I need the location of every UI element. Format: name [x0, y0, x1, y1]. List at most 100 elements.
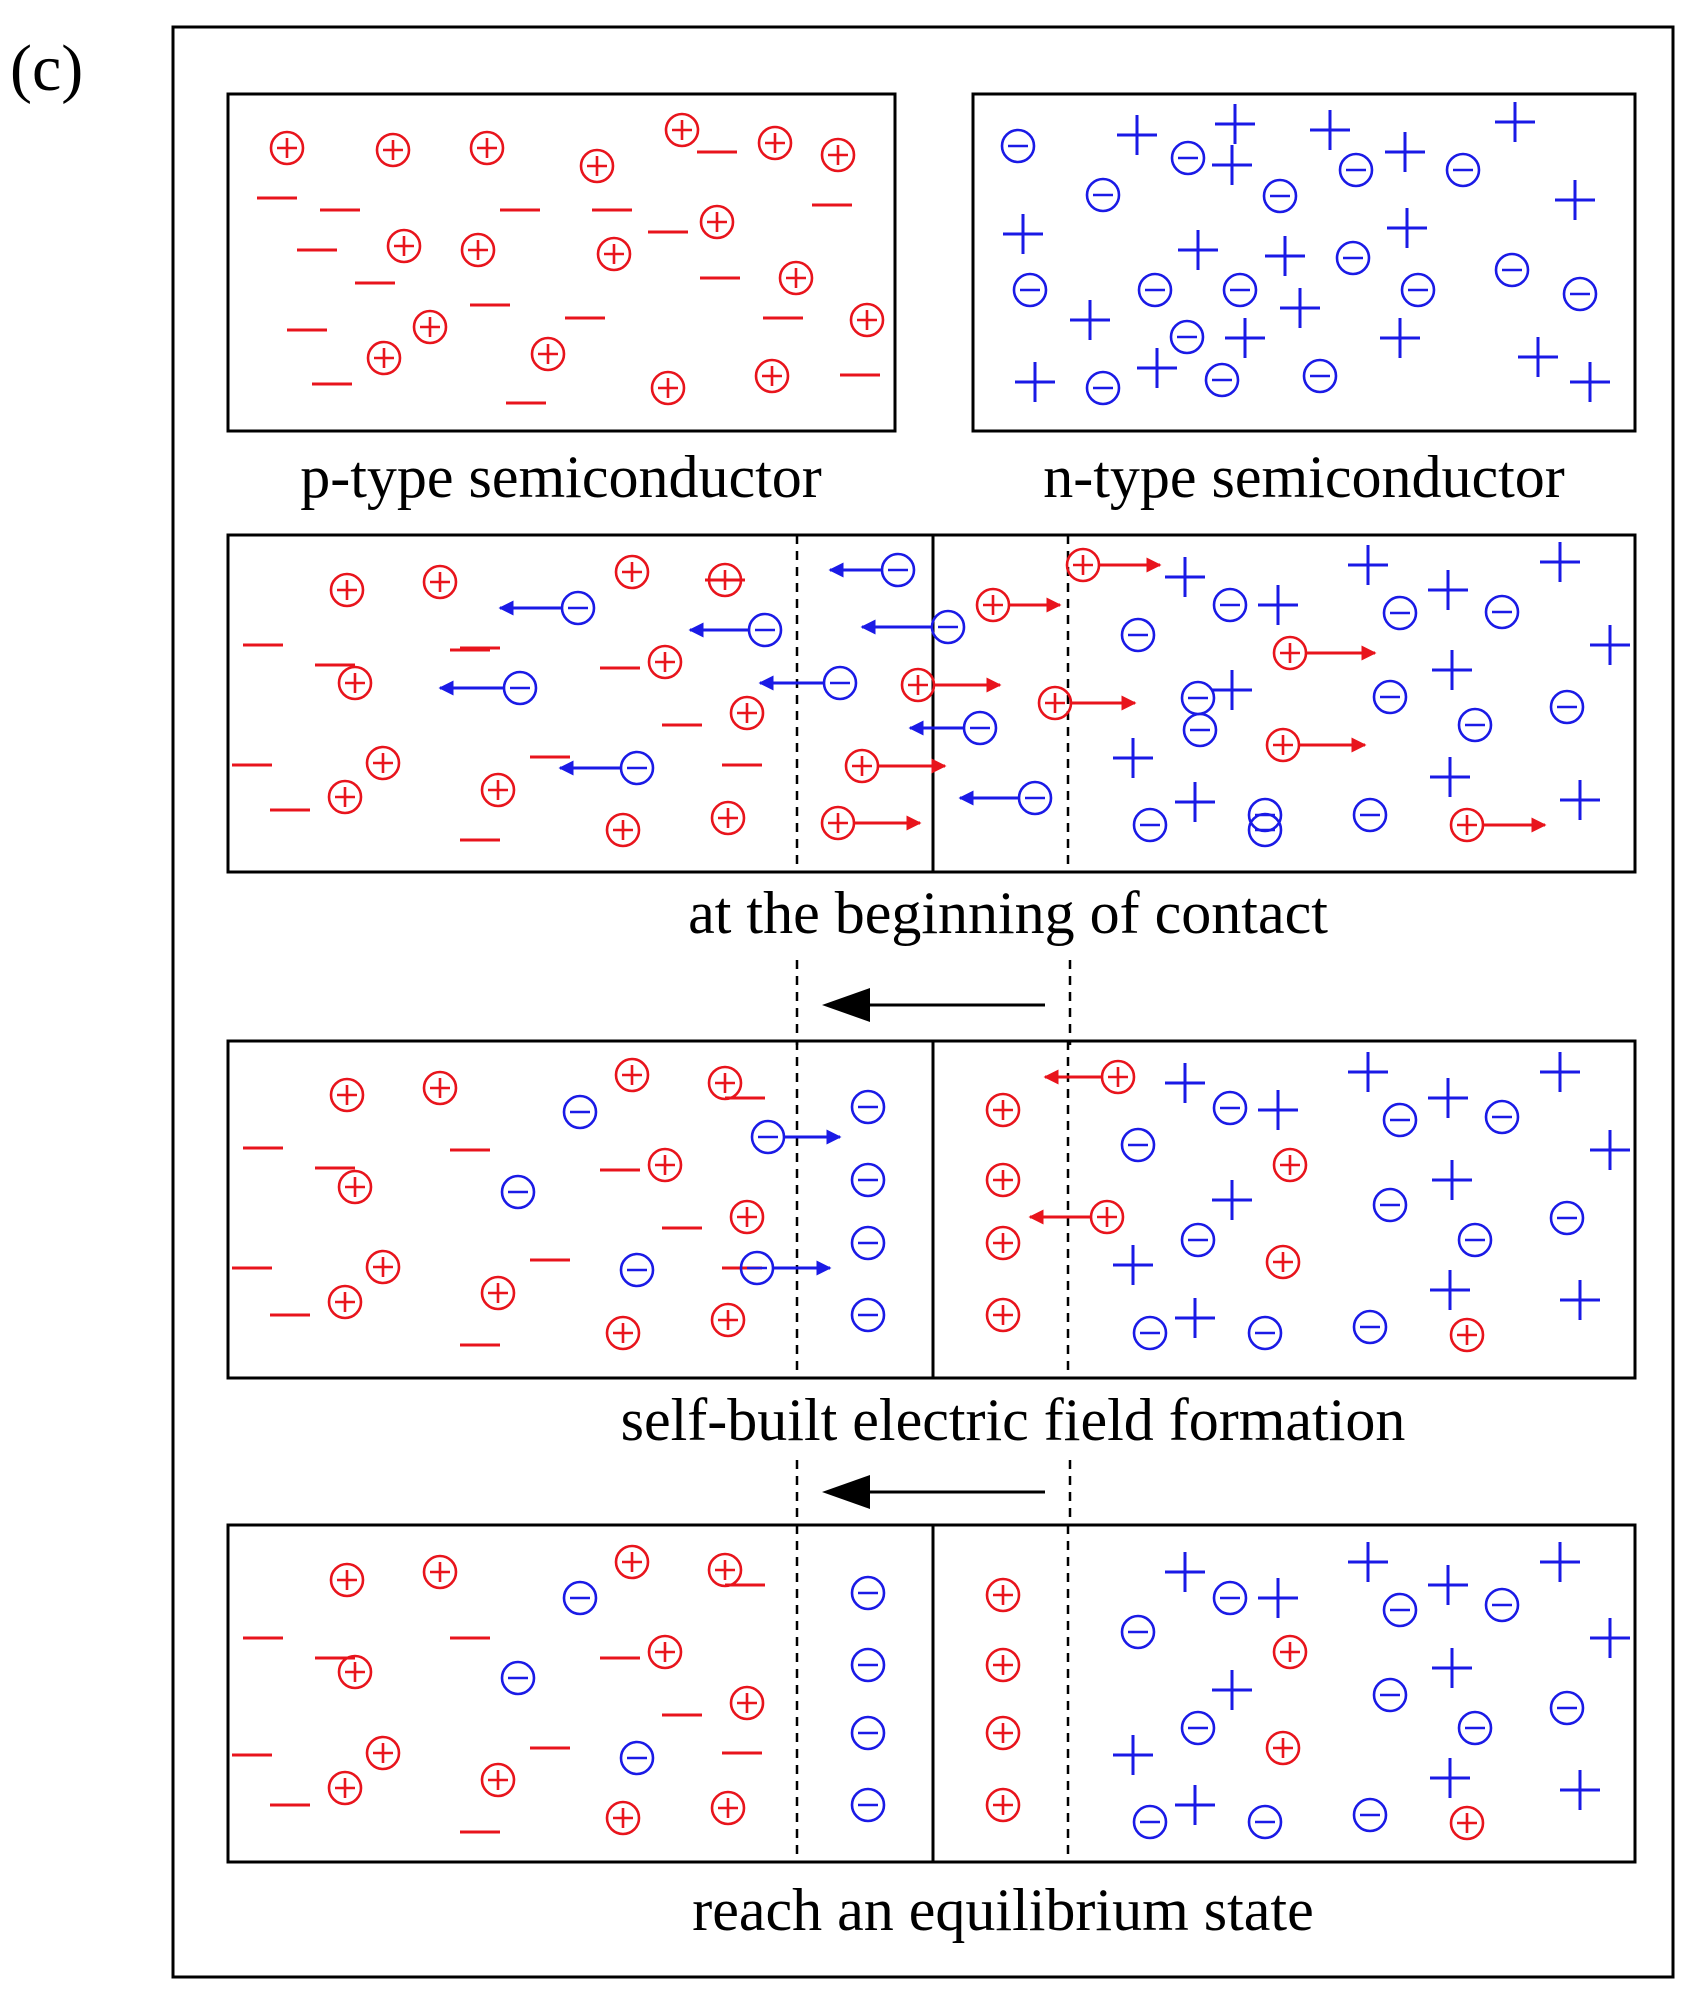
- hole-circled-plus: [985, 1647, 1021, 1683]
- hole-circled-plus: [329, 572, 365, 608]
- electron-circled-minus: [1132, 1315, 1168, 1351]
- hole-circled-plus: [729, 1199, 765, 1235]
- electron-circled-minus: [1132, 1804, 1168, 1840]
- hole-circled-plus: [329, 1077, 365, 1113]
- electron-circled-minus: [850, 1647, 886, 1683]
- donor-ion-plus: [1175, 782, 1215, 822]
- hole-circled-plus: [1449, 1805, 1485, 1841]
- donor-ion-plus: [1560, 780, 1600, 820]
- electron-circled-minus: [1170, 140, 1206, 176]
- hole-circled-plus: [985, 1715, 1021, 1751]
- electron-circled-minus: [1338, 152, 1374, 188]
- hole-circled-plus: [664, 112, 700, 148]
- electron-circled-minus: [750, 1119, 786, 1155]
- donor-ion-plus: [1428, 1078, 1468, 1118]
- electron-circled-minus: [1180, 1710, 1216, 1746]
- n-type-caption: n-type semiconductor: [1043, 444, 1565, 510]
- donor-ion-plus: [1175, 1298, 1215, 1338]
- donor-ion-plus: [1540, 542, 1580, 582]
- donor-ion-plus: [1570, 362, 1610, 402]
- hole-circled-plus: [1265, 727, 1301, 763]
- electron-circled-minus: [560, 590, 596, 626]
- donor-ion-plus: [1178, 230, 1218, 270]
- electron-circled-minus: [1549, 1690, 1585, 1726]
- donor-ion-plus: [1212, 1180, 1252, 1220]
- hole-circled-plus: [820, 137, 856, 173]
- hole-circled-plus: [337, 1654, 373, 1690]
- hole-circled-plus: [269, 130, 305, 166]
- donor-ion-plus: [1165, 1063, 1205, 1103]
- panel-separate: p-type semiconductor n-type semiconducto…: [226, 92, 1637, 510]
- electron-circled-minus: [1352, 1797, 1388, 1833]
- hole-circled-plus: [985, 1787, 1021, 1823]
- hole-circled-plus: [975, 587, 1011, 623]
- electron-circled-minus: [502, 670, 538, 706]
- hole-circled-plus: [605, 1315, 641, 1351]
- electron-circled-minus: [822, 665, 858, 701]
- electron-circled-minus: [1085, 177, 1121, 213]
- p-type-caption: p-type semiconductor: [300, 444, 822, 510]
- hole-circled-plus: [707, 1552, 743, 1588]
- hole-circled-plus: [614, 554, 650, 590]
- hole-circled-plus: [327, 1770, 363, 1806]
- donor-ion-plus: [1590, 1618, 1630, 1658]
- hole-circled-plus: [460, 232, 496, 268]
- hole-circled-plus: [985, 1092, 1021, 1128]
- hole-circled-plus: [754, 358, 790, 394]
- electron-circled-minus: [850, 1297, 886, 1333]
- electron-circled-minus: [1247, 812, 1283, 848]
- hole-circled-plus: [710, 800, 746, 836]
- panel-equilibrium: reach an equilibrium state: [226, 1523, 1637, 1943]
- electron-circled-minus: [562, 1580, 598, 1616]
- electron-circled-minus: [1372, 679, 1408, 715]
- donor-ion-plus: [1003, 214, 1043, 254]
- field-arrow-2: [795, 1460, 1072, 1525]
- electron-circled-minus: [1132, 807, 1168, 843]
- hole-circled-plus: [480, 772, 516, 808]
- electron-circled-minus: [1012, 272, 1048, 308]
- donor-ion-plus: [1495, 102, 1535, 142]
- hole-circled-plus: [530, 336, 566, 372]
- electron-circled-minus: [619, 1740, 655, 1776]
- hole-circled-plus: [329, 1562, 365, 1598]
- hole-circled-plus: [985, 1162, 1021, 1198]
- electron-circled-minus: [500, 1660, 536, 1696]
- electron-circled-minus: [619, 750, 655, 786]
- electron-circled-minus: [1180, 680, 1216, 716]
- electron-circled-minus: [1212, 1090, 1248, 1126]
- hole-circled-plus: [1065, 547, 1101, 583]
- donor-ion-plus: [1560, 1280, 1600, 1320]
- electron-circled-minus: [1169, 319, 1205, 355]
- hole-circled-plus: [579, 148, 615, 184]
- hole-circled-plus: [1272, 635, 1308, 671]
- donor-ion-plus: [1113, 738, 1153, 778]
- donor-ion-plus: [1137, 348, 1177, 388]
- electron-circled-minus: [850, 1715, 886, 1751]
- hole-circled-plus: [337, 1169, 373, 1205]
- hole-circled-plus: [605, 812, 641, 848]
- donor-ion-plus: [1280, 288, 1320, 328]
- hole-circled-plus: [707, 1065, 743, 1101]
- hole-circled-plus: [605, 1800, 641, 1836]
- hole-circled-plus: [337, 665, 373, 701]
- field-arrow-1: [795, 960, 1072, 1045]
- electron-circled-minus: [1484, 1099, 1520, 1135]
- electron-circled-minus: [739, 1250, 775, 1286]
- electron-circled-minus: [1457, 1710, 1493, 1746]
- hole-circled-plus: [1037, 685, 1073, 721]
- donor-ion-plus: [1175, 1785, 1215, 1825]
- hole-circled-plus: [844, 748, 880, 784]
- electron-circled-minus: [1445, 152, 1481, 188]
- n-type-box: [971, 92, 1637, 433]
- hole-circled-plus: [647, 1147, 683, 1183]
- donor-ion-plus: [1258, 1578, 1298, 1618]
- hole-circled-plus: [699, 204, 735, 240]
- donor-ion-plus: [1015, 362, 1055, 402]
- hole-circled-plus: [596, 236, 632, 272]
- panel-contact: at the beginning of contact: [226, 533, 1637, 946]
- donor-ion-plus: [1518, 337, 1558, 377]
- donor-ion-plus: [1225, 318, 1265, 358]
- electron-circled-minus: [850, 1089, 886, 1125]
- electron-circled-minus: [1352, 797, 1388, 833]
